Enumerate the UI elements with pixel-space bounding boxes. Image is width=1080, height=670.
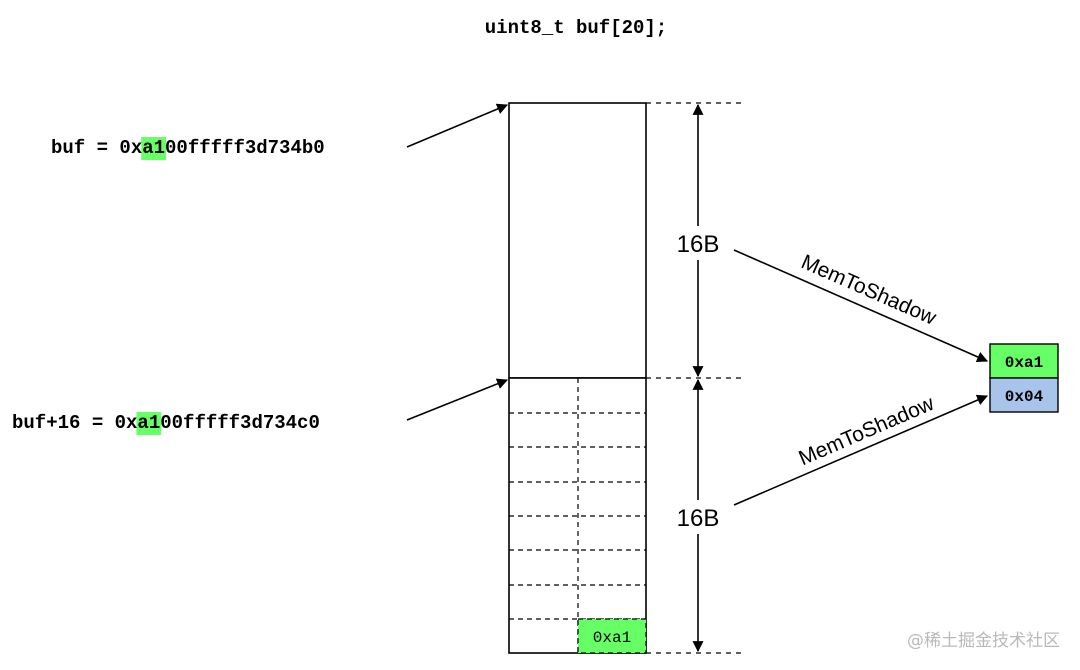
- pointer-arrow-buf16: [406, 378, 509, 421]
- pointer-arrow-buf: [406, 103, 509, 148]
- mapping-label-bottom: MemToShadow: [795, 392, 938, 471]
- diagram-title: uint8_t buf[20];: [485, 17, 667, 39]
- shadow-cell-0: [989, 343, 1059, 379]
- memory-segment-top: [508, 102, 647, 379]
- tag-cell-label: 0xa1: [593, 629, 631, 647]
- size-label-bottom: 16B: [677, 505, 720, 532]
- shadow-cell-1-label: 0x04: [1005, 388, 1044, 406]
- tag-cell: [577, 618, 647, 654]
- tag-highlight-bg: [141, 137, 167, 160]
- mapping-arrow-top: [733, 249, 989, 363]
- shadow-cell-0-label: 0xa1: [1005, 354, 1043, 372]
- boundary-guides: [646, 102, 745, 654]
- pointer-label-buf16: buf+16 = 0xa100fffff3d734c0: [12, 412, 320, 434]
- granule-grid: [509, 378, 646, 653]
- mapping-label-top: MemToShadow: [798, 250, 941, 330]
- watermark: @稀土掘金技术社区: [907, 631, 1060, 651]
- tag-highlight-bg: [136, 412, 162, 435]
- shadow-cell-1: [989, 377, 1059, 413]
- size-label-top: 16B: [677, 231, 720, 258]
- mapping-arrow-bottom: [733, 394, 989, 506]
- pointer-label-buf-overlay: buf = 0xa100fffff3d734b0: [51, 137, 325, 159]
